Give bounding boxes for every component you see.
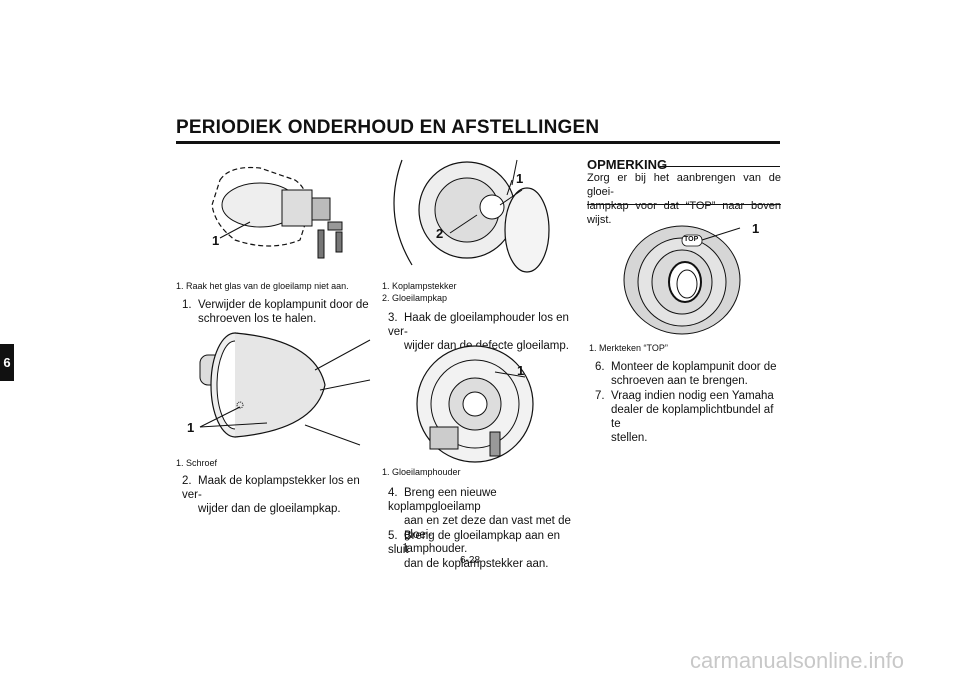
step-3: 3.Haak de gloeilamphouder los en ver- wi… <box>388 311 578 353</box>
fig3-callout1: 1 <box>516 171 524 186</box>
step-5-line1: Breng de gloeilampkap aan en sluit <box>388 530 561 556</box>
cover-top-figure <box>623 225 741 335</box>
fig3-caption1: 1. Koplampstekker <box>382 281 457 291</box>
step-7-line3: stellen. <box>611 432 648 444</box>
fig1-caption: 1. Raak het glas van de gloeilamp niet a… <box>176 281 349 291</box>
step-6-number: 6. <box>595 361 605 373</box>
fig4-caption: 1. Gloeilamphouder <box>382 467 461 477</box>
step-6: 6. Monteer de koplampunit door de schroev… <box>595 360 785 388</box>
step-1-line1: Verwijder de koplampunit door de <box>198 299 369 311</box>
step-7: 7. Vraag indien nodig een Yamaha dealer d… <box>595 389 785 445</box>
step-2-number: 2. <box>182 475 192 487</box>
step-4: 4.Breng een nieuwe koplampgloeilamp aan … <box>388 486 580 556</box>
step-2-line1: Maak de koplampstekker los en ver- <box>182 475 360 501</box>
step-5: 5.Breng de gloeilampkap aan en sluit dan… <box>388 529 580 571</box>
step-1-number: 1. <box>182 299 192 311</box>
title-rule <box>176 141 780 144</box>
step-4-line3: lamphouder. <box>404 543 468 555</box>
fig2-caption: 1. Schroef <box>176 458 218 468</box>
step-7-line2: dealer de koplamplichtbundel af te <box>611 404 774 430</box>
note-heading: OPMERKING <box>587 157 668 172</box>
step-6-line1: Monteer de koplampunit door de <box>611 361 777 373</box>
note-text: Zorg er bij het aanbrengen van de gloei-… <box>587 171 781 227</box>
headlamp-figure <box>199 332 371 446</box>
note-heading-rule <box>660 166 780 167</box>
page-number: 6-28 <box>460 555 481 566</box>
step-2: 2.Maak de koplampstekker los en ver- wij… <box>182 474 372 516</box>
step-3-line2: wijder dan de defecte gloeilamp. <box>404 340 569 352</box>
step-3-line1: Haak de gloeilamphouder los en ver- <box>388 312 569 338</box>
note-bottom-rule <box>587 204 781 205</box>
step-5-number: 5. <box>388 530 398 542</box>
fig5-caption: 1. Merkteken “TOP” <box>589 343 668 353</box>
bulb-figure <box>211 166 343 259</box>
step-1-line2: schroeven los te halen. <box>198 313 317 325</box>
step-3-number: 3. <box>388 312 398 324</box>
fig3-caption2: 2. Gloeilampkap <box>382 293 448 303</box>
step-5-line2: dan de koplampstekker aan. <box>404 558 549 570</box>
fig4-callout: 1 <box>517 363 525 378</box>
step-4-line2: aan en zet deze dan vast met de gloei- <box>404 515 571 541</box>
fig5-callout: 1 <box>752 221 760 236</box>
chapter-tab: 6 <box>0 344 14 381</box>
note-line2: lampkap voor dat “TOP” naar boven wijst. <box>587 200 781 226</box>
page-title: PERIODIEK ONDERHOUD EN AFSTELLINGEN <box>176 117 600 138</box>
fig1-callout: 1 <box>212 233 220 248</box>
bulb-holder-figure <box>416 345 534 463</box>
fig2-callout: 1 <box>187 420 195 435</box>
note-line1: Zorg er bij het aanbrengen van de gloei- <box>587 172 781 198</box>
step-2-line2: wijder dan de gloeilampkap. <box>198 503 341 515</box>
watermark: carmanualsonline.info <box>690 648 905 673</box>
fig3-callout2: 2 <box>436 226 444 241</box>
step-7-line1: Vraag indien nodig een Yamaha <box>611 390 774 402</box>
step-4-number: 4. <box>388 487 398 499</box>
step-7-number: 7. <box>595 390 605 402</box>
step-1: 1. Verwijder de koplampunit door de schro… <box>182 298 372 326</box>
top-label: TOP <box>684 236 699 243</box>
step-6-line2: schroeven aan te brengen. <box>611 375 748 387</box>
step-4-line1: Breng een nieuwe koplampgloeilamp <box>388 487 497 513</box>
connector-cover-figure <box>393 159 550 273</box>
